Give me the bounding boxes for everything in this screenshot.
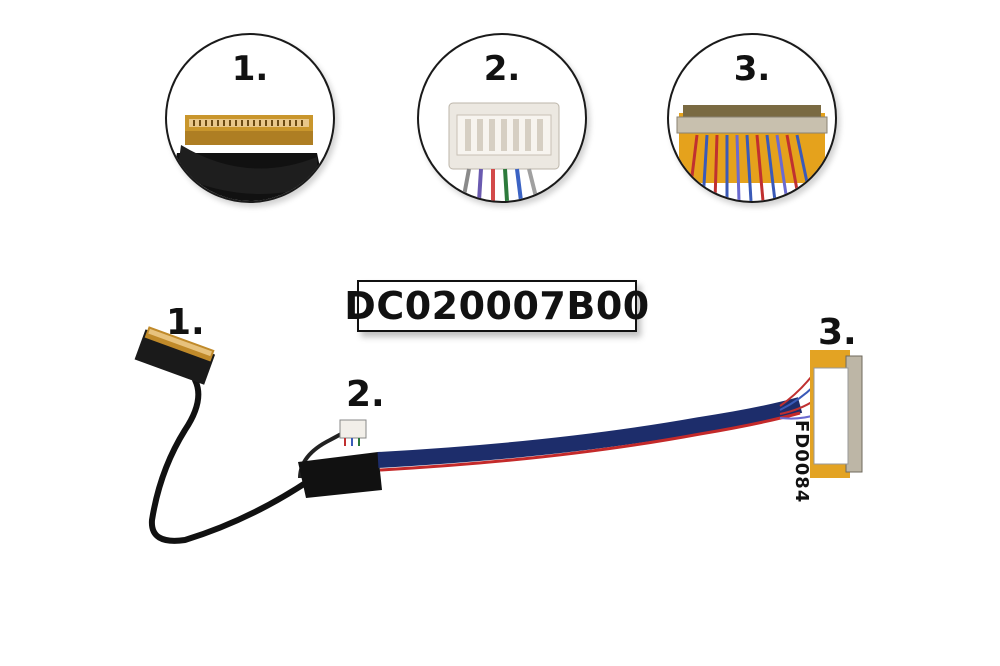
detail-circle-2: 2. — [417, 33, 587, 203]
detail-circle-3: 3. — [667, 33, 837, 203]
callout-3: 3. — [818, 312, 857, 353]
part-number: DC020007B00 — [344, 284, 650, 328]
detail-circle-1-label: 1. — [231, 49, 269, 89]
connector-2-closeup-image — [448, 102, 560, 201]
sticker-code: FD0084 — [791, 420, 812, 504]
detail-circle-3-label: 3. — [733, 49, 771, 89]
connector-1-closeup-image — [167, 115, 327, 201]
callout-2: 2. — [346, 374, 385, 415]
callout-1: 1. — [166, 302, 205, 343]
detail-circle-1: 1. — [165, 33, 335, 203]
part-number-box: DC020007B00 — [344, 280, 649, 332]
connector-3-closeup-image — [676, 105, 828, 201]
detail-circle-2-label: 2. — [483, 49, 521, 89]
